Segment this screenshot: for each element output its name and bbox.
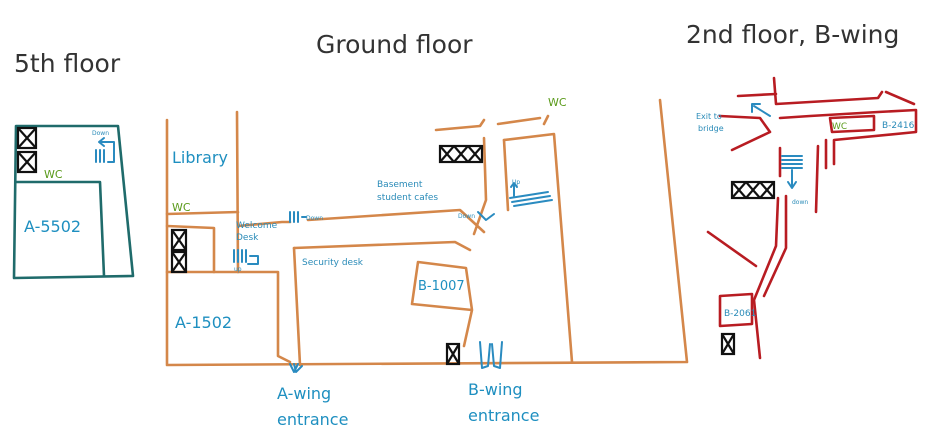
room-b2416: B-2416 [882,121,915,131]
cafe-right-wall [502,132,574,364]
cafe-area-wall [434,118,488,236]
a1502-room-wall [165,270,292,364]
arrow-icon [751,103,771,117]
cafe-stairs-down: Down [458,213,475,220]
ground-floor-plan: Ground floor [165,30,689,429]
stairs-icon [95,137,115,163]
stairs-icon [289,211,307,223]
room-b2061: B-2061 [724,309,756,319]
stairs-icon [781,155,803,189]
bridge-exit-wall [718,114,772,152]
corridor-stairs-down: Down [306,215,323,222]
top-wc-wall [496,114,550,126]
basement-line1: Basement [377,180,423,190]
second-wc-room [828,114,876,134]
second-corridor-wall [778,108,918,170]
basement-line2: student cafes [377,193,438,203]
second-floor-title: 2nd floor, B-wing [686,20,899,49]
stairs-icon [509,182,553,207]
security-left-wall [292,246,302,367]
elevator-icon [170,228,188,274]
room-a5502: A-5502 [24,217,81,236]
library-bottom-wall [165,210,240,216]
second-long-corridor [752,144,820,360]
second-floor-plan: 2nd floor, B-wing Exit to bridge WC B-24… [686,20,918,360]
welcome-corridor-wall [236,220,292,228]
cafe-left-wall [502,138,510,212]
b1007-room-wall [410,260,474,348]
b2061-room [718,292,754,328]
welcome-desk-line1: Welcome [236,221,278,231]
fifth-floor-stairs-label: Down [92,130,109,137]
ground-wc-left: WC [172,201,191,214]
fifth-floor-plan: 5th floor Down WC A-5502 [12,49,135,280]
elevator-icon [730,180,776,200]
ground-outer-wall [165,98,689,367]
fifth-floor-wc: WC [44,168,63,181]
room-b1007: B-1007 [418,279,465,294]
second-diagonal-wall [706,230,758,268]
fifth-floor-title: 5th floor [14,49,121,78]
door-icon [479,341,503,369]
exit-bridge-line1: Exit to [696,112,722,121]
fifth-floor-room-wall [16,180,106,277]
elevator-icon [720,332,736,356]
elevator-room-wall [165,224,216,274]
welcome-stairs-up: up [234,266,242,273]
cafe-stairs-up: Up [512,179,520,186]
welcome-desk-line2: Desk [236,233,259,243]
b-wing-entrance-line1: B-wing [468,380,523,399]
door-icon [289,363,303,373]
a-wing-entrance-line2: entrance [277,410,348,429]
elevator-icon [438,144,484,164]
second-top-wall [736,76,916,106]
ground-wc-top: WC [548,96,567,109]
exit-bridge-line2: bridge [698,124,724,133]
a-wing-entrance-line1: A-wing [277,384,331,403]
room-library: Library [172,148,228,167]
elevator-icon [16,126,38,174]
b-wing-entrance-line2: entrance [468,406,539,425]
second-stairs-down: down [792,199,808,206]
stairs-icon [477,211,495,221]
security-desk-label: Security desk [302,258,364,268]
second-floor-wc: WC [832,122,847,132]
library-wall [235,110,240,274]
ground-floor-title: Ground floor [316,30,473,59]
fifth-floor-outline [12,124,135,280]
stairs-icon [233,249,259,265]
elevator-icon [445,342,461,366]
room-a1502: A-1502 [175,313,232,332]
corridor-bottom-wall [292,240,472,252]
